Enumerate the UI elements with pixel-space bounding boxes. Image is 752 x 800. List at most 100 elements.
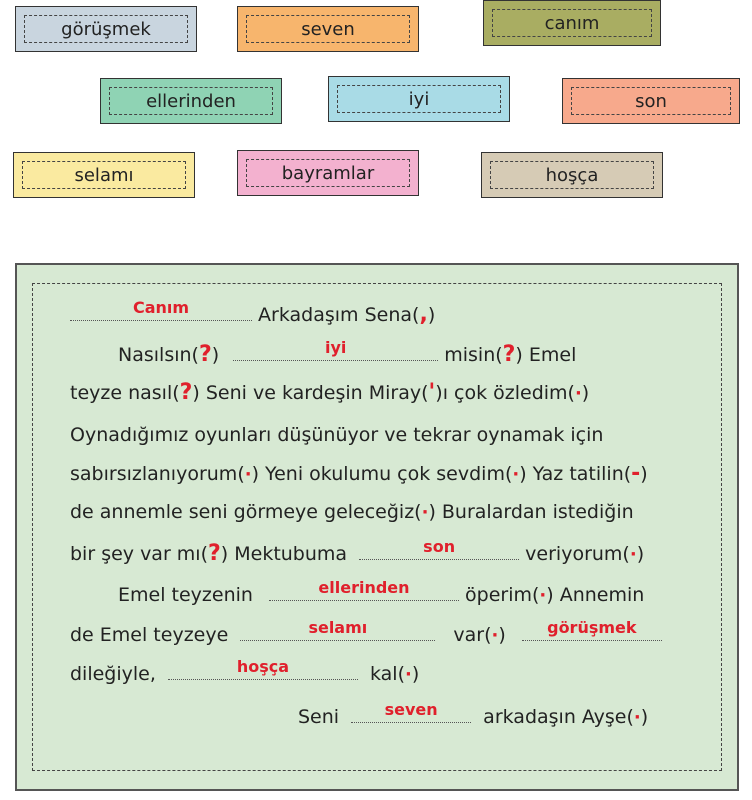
letter-text: öperim( (465, 584, 540, 606)
letter-text: ) (427, 304, 436, 326)
answer-text: hoşça (236, 657, 290, 676)
word-card-frame: bayramlar (246, 159, 410, 187)
letter-line-10: dileğiyle, hoşça kal(·) (70, 657, 419, 687)
letter-text: ) Mektubuma (220, 543, 348, 565)
letter-line-6: de annemle seni görmeye geleceğiz(·) Bur… (70, 497, 634, 527)
letter-text: dileğiyle, (70, 663, 156, 685)
letter-text: veriyorum( (525, 543, 630, 565)
word-card-frame: seven (246, 15, 410, 43)
letter-text: Arkadaşım Sena( (258, 304, 420, 326)
letter-line-3: teyze nasıl(?) Seni ve kardeşin Miray(')… (70, 378, 589, 408)
answer-text: seven (384, 700, 438, 719)
punctuation-mark: , (419, 302, 428, 327)
letter-line-1: Canım Arkadaşım Sena(,) (70, 298, 435, 328)
letter-text: de annemle seni görmeye geleceğiz( (70, 501, 422, 523)
answer-text: son (423, 537, 456, 556)
word-card-text: canım (544, 12, 600, 34)
word-card-frame: selamı (22, 161, 186, 189)
letter-text: var( (453, 624, 492, 646)
letter-line-7: bir şey var mı(?) Mektubuma son veriyoru… (70, 537, 644, 567)
letter-text: bir şey var mı( (70, 543, 209, 565)
punctuation-mark: · (574, 383, 582, 404)
letter-dashed-frame (32, 283, 722, 771)
word-card-text: seven (301, 18, 355, 40)
punctuation-mark: ? (502, 342, 516, 367)
answer-blank: iyi (233, 338, 439, 361)
punctuation-mark: ? (179, 380, 193, 405)
word-card-text: selamı (74, 164, 134, 186)
word-card-text: hoşça (545, 164, 599, 186)
word-card-hosca: hoşça (481, 152, 663, 198)
answer-text: selamı (308, 618, 368, 637)
punctuation-mark: ? (208, 541, 221, 566)
answer-blank: Canım (70, 298, 252, 321)
punctuation-mark: · (491, 625, 499, 646)
word-card-text: son (635, 90, 667, 112)
letter-text: ) (411, 663, 420, 685)
letter-text: ) Buralardan istediğin (428, 501, 634, 523)
letter-text: ) (636, 543, 645, 565)
letter-text: ) (211, 344, 220, 366)
letter-text: ) Seni ve kardeşin Miray( (192, 382, 429, 404)
word-card-text: iyi (408, 88, 430, 110)
letter-text: ) (640, 463, 648, 485)
word-card-ellerinden: ellerinden (100, 78, 282, 124)
answer-blank: selamı (240, 618, 436, 641)
word-card-bayramlar: bayramlar (237, 150, 419, 196)
word-card-son: son (562, 78, 740, 124)
letter-text: ) (581, 382, 590, 404)
letter-text: )ı çok özledim( (435, 382, 575, 404)
letter-text: sabırsızlanıyorum( (70, 463, 245, 485)
word-card-frame: son (571, 87, 731, 115)
letter-text: ) Annemin (546, 584, 645, 606)
punctuation-mark: · (633, 707, 641, 728)
word-card-frame: hoşça (490, 161, 654, 189)
answer-text: ellerinden (318, 578, 410, 597)
letter-line-8: Emel teyzenin ellerinden öperim(·) Annem… (118, 578, 644, 608)
letter-text: Seni (298, 706, 340, 728)
letter-text: Oynadığımız oyunları düşünüyor ve tekrar… (70, 424, 604, 446)
letter-text: ) (640, 706, 649, 728)
letter-text: kal( (370, 663, 406, 685)
letter-text: ) Emel (515, 344, 577, 366)
word-card-iyi: iyi (328, 76, 510, 122)
answer-blank: hoşça (167, 657, 358, 680)
answer-blank: son (359, 537, 520, 560)
answer-blank: seven (351, 700, 472, 723)
letter-text: ) Yaz tatilin( (519, 463, 632, 485)
letter-line-9: de Emel teyzeye selamı var(·) görüşmek (70, 618, 662, 648)
letter-text: Emel teyzenin (118, 584, 253, 606)
punctuation-mark: ? (198, 342, 212, 367)
letter-line-4: Oynadığımız oyunları düşünüyor ve tekrar… (70, 420, 603, 450)
punctuation-mark: · (405, 664, 412, 685)
letter-text: ) Yeni okulumu çok sevdim( (251, 463, 513, 485)
word-card-frame: ellerinden (109, 87, 273, 115)
answer-text: Canım (132, 298, 190, 317)
punctuation-mark: · (539, 585, 547, 606)
letter-line-11: Seni seven arkadaşın Ayşe(·) (298, 700, 648, 730)
letter-line-5: sabırsızlanıyorum(·) Yeni okulumu çok se… (70, 459, 648, 489)
word-card-gorusmek: görüşmek (15, 6, 197, 52)
letter-text: teyze nasıl( (70, 382, 180, 404)
punctuation-mark: · (244, 464, 252, 485)
letter-panel (15, 263, 739, 791)
letter-text: arkadaşın Ayşe( (483, 706, 634, 728)
word-card-frame: iyi (337, 85, 501, 113)
word-card-text: bayramlar (281, 162, 375, 184)
punctuation-mark: · (629, 544, 637, 565)
letter-line-2: Nasılsın(?) iyi misin(?) Emel (118, 338, 576, 368)
punctuation-mark: · (512, 464, 520, 485)
word-card-seven: seven (237, 6, 419, 52)
letter-text: de Emel teyzeye (70, 624, 229, 646)
punctuation-mark: · (421, 502, 429, 523)
word-card-text: ellerinden (146, 90, 236, 112)
answer-text: iyi (324, 338, 347, 357)
answer-text: görüşmek (547, 618, 637, 637)
punctuation-mark: ' (428, 380, 436, 405)
answer-blank: ellerinden (268, 578, 459, 601)
letter-text: misin( (444, 344, 503, 366)
word-card-frame: canım (492, 9, 652, 37)
letter-text: ) (498, 624, 506, 646)
punctuation-mark: - (631, 461, 641, 486)
word-card-text: görüşmek (61, 18, 151, 40)
